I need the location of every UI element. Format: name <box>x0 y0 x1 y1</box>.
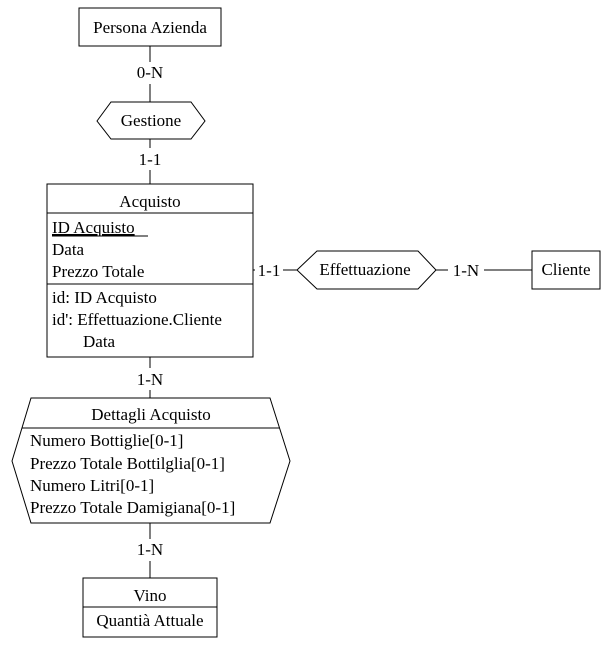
entity-cliente-name: Cliente <box>541 260 590 279</box>
entity-acquisto: Acquisto ID Acquisto Data Prezzo Totale … <box>46 183 254 358</box>
entity-vino-name: Vino <box>134 586 167 605</box>
entity-acquisto-identifier: id: ID Acquisto <box>52 288 157 307</box>
cardinality-gestione-acquisto: 1-1 <box>139 150 162 169</box>
relationship-dettagli-acquisto: Dettagli Acquisto Numero Bottiglie[0-1] … <box>11 397 291 524</box>
entity-acquisto-attribute: Prezzo Totale <box>52 262 144 281</box>
entity-vino-attribute: Quantià Attuale <box>96 611 203 630</box>
cardinality-bg-dettagli-vino <box>133 539 169 561</box>
entity-persona-azienda-name: Persona Azienda <box>93 18 207 37</box>
relationship-effettuazione: Effettuazione <box>296 250 437 290</box>
relationship-dettagli-acquisto-name: Dettagli Acquisto <box>91 405 210 424</box>
cardinality-bg-gestione-acquisto <box>133 148 169 170</box>
entity-cliente: Cliente <box>531 250 601 290</box>
entity-acquisto-name: Acquisto <box>119 192 180 211</box>
relationship-gestione-hexagon <box>96 101 206 140</box>
relationship-effettuazione-hexagon <box>296 250 437 290</box>
relationship-effettuazione-name: Effettuazione <box>319 260 410 279</box>
relationship-dettagli-acquisto-attribute: Prezzo Totale Bottilglia[0-1] <box>30 454 225 473</box>
cardinality-bg-persona-gestione <box>133 62 169 84</box>
entity-acquisto-identifier: Data <box>83 332 116 351</box>
cardinality-bg-acquisto-effettuazione <box>255 260 283 280</box>
entity-acquisto-identifier: id': Effettuazione.Cliente <box>52 310 222 329</box>
cardinality-bg-effettuazione-cliente <box>448 260 484 280</box>
relationship-dettagli-acquisto-attribute: Numero Litri[0-1] <box>30 476 154 495</box>
entity-cliente-box <box>531 250 601 290</box>
cardinality-dettagli-vino: 1-N <box>137 540 163 559</box>
entity-persona-azienda: Persona Azienda <box>78 7 222 47</box>
cardinality-acquisto-dettagli: 1-N <box>137 370 163 389</box>
entity-acquisto-attribute: Data <box>52 240 85 259</box>
cardinality-acquisto-effettuazione: 1-1 <box>258 261 281 280</box>
relationship-dettagli-acquisto-attribute: Numero Bottiglie[0-1] <box>30 431 183 450</box>
relationship-gestione-name: Gestione <box>121 111 181 130</box>
relationship-dettagli-acquisto-attribute: Prezzo Totale Damigiana[0-1] <box>30 498 235 517</box>
entity-vino: Vino Quantià Attuale <box>82 577 218 638</box>
relationship-dettagli-acquisto-hexagon <box>11 397 291 524</box>
relationship-gestione: Gestione <box>96 101 206 140</box>
entity-acquisto-key-attribute: ID Acquisto <box>52 218 135 237</box>
cardinality-persona-gestione: 0-N <box>137 63 163 82</box>
cardinality-effettuazione-cliente: 1-N <box>453 261 479 280</box>
cardinality-bg-acquisto-dettagli <box>133 368 169 390</box>
entity-persona-azienda-box <box>78 7 222 47</box>
